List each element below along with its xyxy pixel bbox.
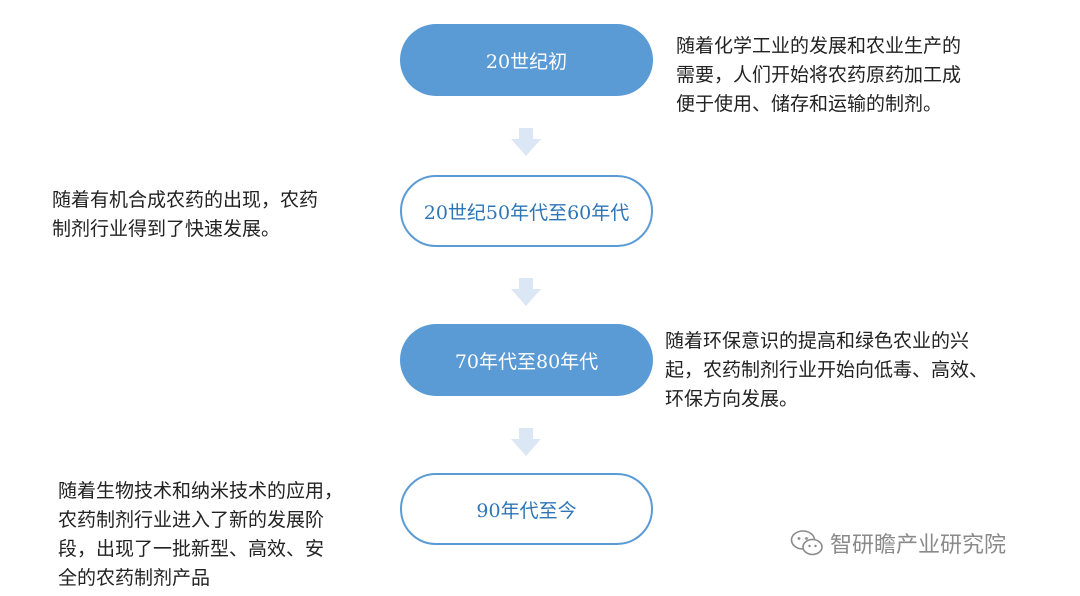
stage-description-1950s-1960s: 随着有机合成农药的出现，农药 制剂行业得到了快速发展。	[52, 186, 318, 244]
stage-description-1970s-1980s: 随着环保意识的提高和绿色农业的兴 起，农药制剂行业开始向低毒、高效、 环保方向发…	[665, 327, 988, 414]
description-line: 随着有机合成农药的出现，农药	[52, 189, 319, 211]
stage-label: 20世纪初	[485, 50, 568, 73]
description-line: 随着化学工业的发展和农业生产的	[676, 35, 962, 57]
description-line: 全的农药制剂产品	[58, 567, 211, 589]
stage-node-1970s-1980s: 70年代至80年代	[400, 324, 653, 396]
stage-label: 70年代至80年代	[454, 350, 599, 373]
stage-label: 20世纪50年代至60年代	[423, 201, 630, 224]
description-line: 环保方向发展。	[665, 388, 799, 410]
down-arrow-icon	[511, 428, 541, 456]
wechat-icon	[790, 530, 823, 556]
stage-description-1990s-present: 随着生物技术和纳米技术的应用， 农药制剂行业进入了新的发展阶 段，出现了一批新型…	[58, 477, 343, 593]
watermark-text: 智研瞻产业研究院	[830, 533, 1007, 558]
description-line: 农药制剂行业进入了新的发展阶	[58, 509, 325, 531]
description-line: 起，农药制剂行业开始向低毒、高效、	[665, 359, 989, 381]
stage-node-early-20th-century: 20世纪初	[400, 24, 653, 96]
stage-node-1990s-present: 90年代至今	[400, 473, 653, 545]
description-line: 随着生物技术和纳米技术的应用，	[58, 480, 344, 502]
down-arrow-icon	[511, 278, 541, 306]
down-arrow-icon	[511, 128, 541, 156]
description-line: 制剂行业得到了快速发展。	[52, 218, 281, 240]
description-line: 需要，人们开始将农药原药加工成	[676, 64, 962, 86]
stage-label: 90年代至今	[476, 499, 577, 522]
description-line: 便于使用、储存和运输的制剂。	[676, 93, 943, 115]
description-line: 随着环保意识的提高和绿色农业的兴	[665, 330, 970, 352]
stage-node-1950s-1960s: 20世纪50年代至60年代	[400, 175, 653, 247]
stage-description-early-20th-century: 随着化学工业的发展和农业生产的 需要，人们开始将农药原药加工成 便于使用、储存和…	[676, 32, 961, 119]
description-line: 段，出现了一批新型、高效、安	[58, 538, 325, 560]
watermark: 智研瞻产业研究院	[790, 527, 1006, 559]
